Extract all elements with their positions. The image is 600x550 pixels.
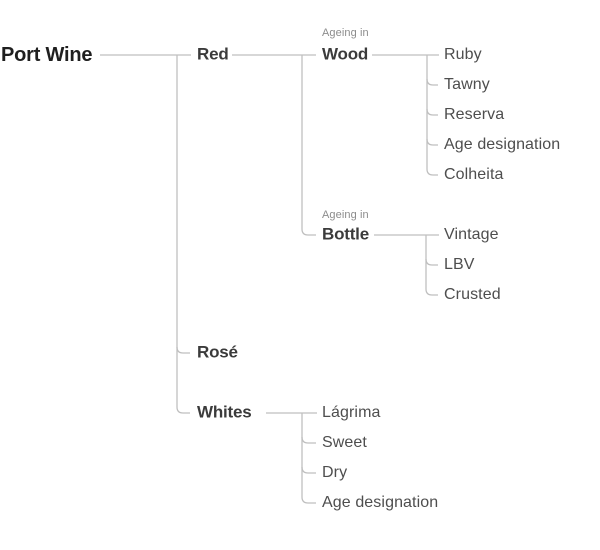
node-red: Red bbox=[197, 44, 229, 64]
connector-branch-rose bbox=[176, 346, 190, 354]
node-sweet: Sweet bbox=[322, 434, 367, 452]
connector-drop-to-bottle bbox=[301, 55, 316, 236]
connector-bottle-children-vertical bbox=[425, 235, 438, 296]
node-rose: Rosé bbox=[197, 342, 238, 362]
connector-branch-sweet bbox=[301, 436, 316, 444]
node-reserva: Reserva bbox=[444, 106, 505, 124]
node-wood: Wood bbox=[322, 44, 369, 64]
connector-branch-lbv bbox=[425, 258, 438, 266]
tag-ageing-in-wood: Ageing in bbox=[322, 26, 369, 39]
connector-branch-reserva bbox=[426, 108, 438, 116]
node-bottle: Bottle bbox=[322, 224, 369, 244]
node-dry: Dry bbox=[322, 464, 348, 482]
node-ruby: Ruby bbox=[444, 46, 482, 64]
node-crusted: Crusted bbox=[444, 286, 501, 304]
connector-whites-children-vertical bbox=[301, 413, 316, 504]
node-age-designation-whites: Age designation bbox=[322, 494, 439, 512]
node-lagrima: Lágrima bbox=[322, 404, 381, 422]
tag-ageing-in-bottle: Ageing in bbox=[322, 208, 369, 221]
node-port-wine: Port Wine bbox=[1, 44, 93, 66]
connector-main-vertical-to-whites bbox=[176, 55, 190, 414]
node-lbv: LBV bbox=[444, 256, 475, 274]
node-colheita: Colheita bbox=[444, 166, 504, 184]
node-vintage: Vintage bbox=[444, 226, 499, 244]
connector-branch-dry bbox=[301, 466, 316, 474]
node-tawny: Tawny bbox=[444, 76, 490, 94]
connector-wood-children-vertical bbox=[426, 55, 438, 176]
connector-branch-age-designation bbox=[426, 138, 438, 146]
node-whites: Whites bbox=[197, 402, 252, 422]
node-age-designation-red: Age designation bbox=[444, 136, 561, 154]
connector-branch-tawny bbox=[426, 78, 438, 86]
